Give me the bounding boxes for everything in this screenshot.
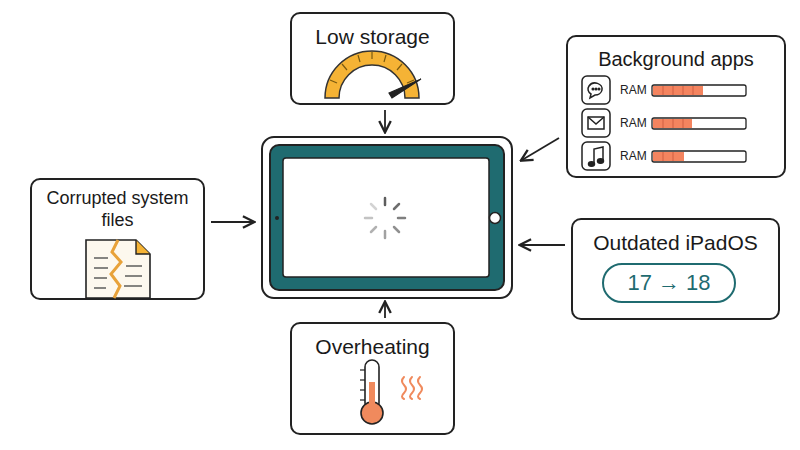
corrupted-document-icon xyxy=(86,240,150,298)
gauge-icon xyxy=(325,51,421,98)
pointer-arrows xyxy=(211,110,565,318)
ram-label: RAM xyxy=(620,83,647,97)
version-text: 17 → 18 xyxy=(627,270,710,296)
box-title: Background apps xyxy=(598,47,754,71)
cause-box: Outdated iPadOS 17 → 18 xyxy=(571,218,780,320)
ipad-illustration xyxy=(262,137,512,298)
box-title: Low storage xyxy=(315,24,429,49)
cause-box: Corrupted system files xyxy=(30,178,205,300)
thermometer-icon xyxy=(360,360,422,424)
box-title: Overheating xyxy=(315,334,429,359)
version-pill: 17 → 18 xyxy=(602,263,736,303)
ram-label: RAM xyxy=(620,149,647,163)
box-title: Outdated iPadOS xyxy=(593,230,758,255)
ram-bars xyxy=(652,85,746,162)
cause-box: Overheating xyxy=(290,322,455,435)
ram-label: RAM xyxy=(620,116,647,130)
app-icons xyxy=(582,76,610,170)
cause-box: Low storage xyxy=(290,12,455,105)
box-title: Corrupted system files xyxy=(37,188,199,231)
cause-box: Background apps xyxy=(566,35,786,178)
